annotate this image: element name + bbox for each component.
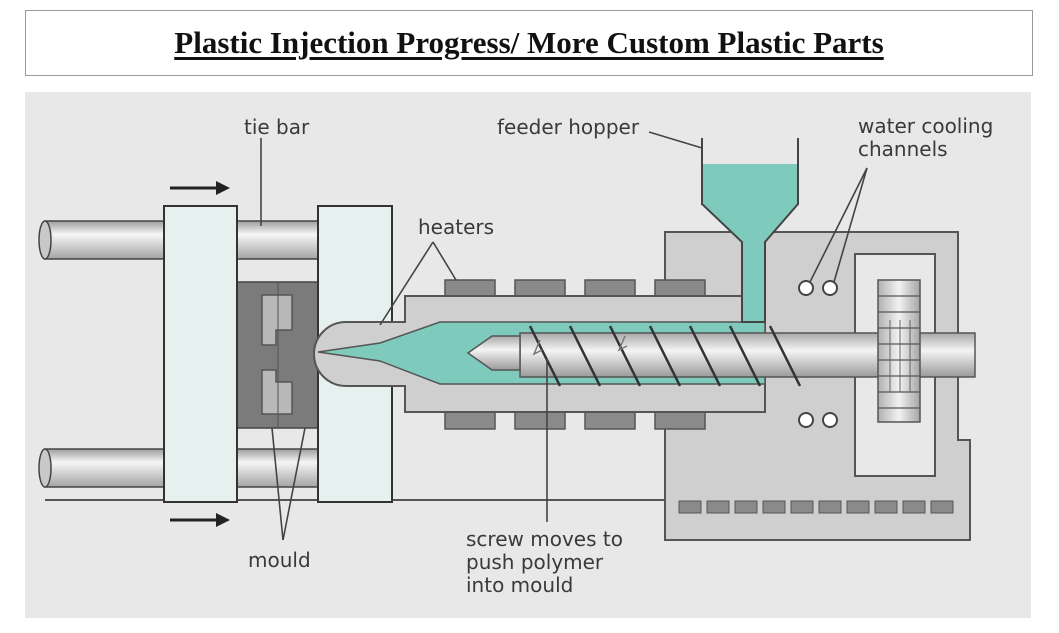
feeder-hopper <box>701 138 799 323</box>
label-screw-line-2: push polymer <box>466 550 604 574</box>
label-water-cooling: water cooling <box>858 114 993 138</box>
label-channels: channels <box>858 137 948 161</box>
label-tie-bar: tie bar <box>244 115 310 139</box>
page-title: Plastic Injection Progress/ More Custom … <box>174 25 884 60</box>
label-screw-line-1: screw moves to <box>466 527 623 551</box>
label-feeder-hopper: feeder hopper <box>497 115 640 139</box>
label-screw-line-3: into mould <box>466 573 573 597</box>
leader-lines <box>260 131 868 541</box>
label-mould: mould <box>248 548 311 572</box>
moving-platen <box>163 205 238 503</box>
injection-machine-diagram: tie bar feeder hopper water cooling chan… <box>25 92 1031 618</box>
arrow-upper-icon <box>170 181 230 195</box>
arrow-lower-icon <box>170 513 230 527</box>
label-heaters: heaters <box>418 215 494 239</box>
drive-gear <box>877 279 921 423</box>
diagram-svg: tie bar feeder hopper water cooling chan… <box>38 114 993 597</box>
mould <box>236 281 320 429</box>
title-box: Plastic Injection Progress/ More Custom … <box>25 10 1033 76</box>
